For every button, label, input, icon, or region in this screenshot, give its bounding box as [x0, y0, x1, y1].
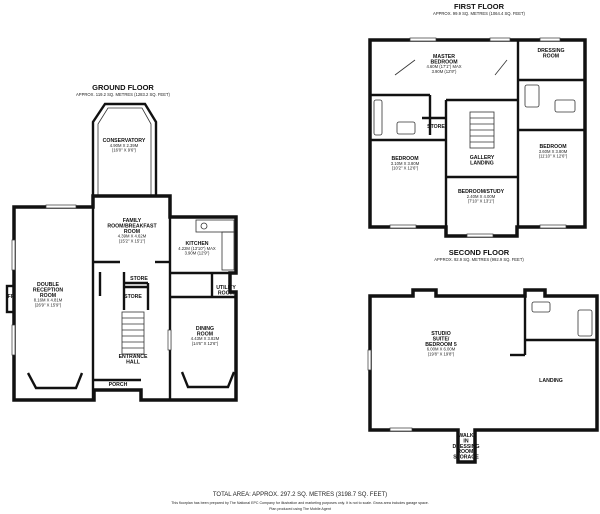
- room-name-line: BEDROOM/STUDY: [458, 189, 505, 195]
- room-name-line: STORAGE: [453, 455, 479, 461]
- room-name-line: GALLERY: [470, 155, 495, 161]
- room-name-line: ROOM: [543, 53, 559, 59]
- room-name-line: MASTER: [433, 54, 455, 60]
- room-dimension-line: (15'2" X 15'1"): [119, 238, 146, 243]
- room-name-line: DINING: [196, 326, 214, 332]
- room-dimension-line: (26'9" X 15'9"): [35, 302, 62, 307]
- room-name-line: SUITE/: [433, 336, 450, 342]
- room-name-line: ROOM: [218, 290, 234, 296]
- room-dimension-line: (14'6" X 12'6"): [192, 341, 219, 346]
- room-name-line: DRESSING: [537, 48, 564, 54]
- room-porch: PORCH: [109, 382, 128, 388]
- room-name-line: BEDROOM: [430, 59, 457, 65]
- first-floor-area: APPROX. 99.9 SQ. METRES (1064.4 SQ. FEET…: [433, 11, 526, 16]
- room-name-line: FP: [8, 294, 15, 300]
- room-dimension-line: 3.90M (12'9"): [432, 69, 457, 74]
- fireplace: [5, 284, 16, 314]
- room-store-ground-1: STORE: [130, 276, 148, 282]
- room-name-line: STORE: [124, 294, 142, 300]
- room-store-first: STORE: [427, 124, 445, 130]
- room-dimension-line: (10'2" X 12'6"): [392, 166, 419, 171]
- credit: Plan produced using The Mobile Agent: [269, 507, 331, 511]
- second-floor-area: APPROX. 92.9 SQ. METRES (992.9 SQ. FEET): [434, 257, 524, 262]
- room-name-line: CONSERVATORY: [103, 138, 146, 144]
- total-area: TOTAL AREA: APPROX. 297.2 SQ. METRES (31…: [213, 492, 387, 498]
- first-floor-plan: [368, 37, 587, 238]
- room-dimension-line: 8.16M X 4.81M: [34, 298, 63, 303]
- room-name-line: UTILITY: [216, 285, 236, 291]
- second-floor-plan: [367, 288, 599, 464]
- ground-floor-plan: [5, 102, 238, 402]
- room-dimension-line: 3.60M X 3.80M: [539, 149, 568, 154]
- room-fp: FP: [8, 294, 15, 300]
- room-name-line: BEDROOM: [539, 144, 566, 150]
- room-name-line: DOUBLE: [37, 282, 59, 288]
- room-name-line: STORE: [130, 276, 148, 282]
- room-name-line: ROOM: [197, 331, 213, 337]
- room-name-line: DRESSING: [452, 444, 479, 450]
- room-name-line: ROOM: [124, 229, 140, 235]
- room-name-line: BEDROOM 5: [425, 342, 457, 348]
- room-name-line: BEDROOM: [391, 156, 418, 162]
- room-name-line: IN: [463, 438, 468, 444]
- room-dimension-line: 4.43M X 3.82M: [191, 336, 220, 341]
- room-dimension-line: 3.90M (12'9"): [185, 251, 210, 256]
- room-dimension-line: 2.40M X 4.00M: [467, 194, 496, 199]
- room-dimension-line: 4.39M X 4.62M: [118, 234, 147, 239]
- room-name-line: ROOM: [40, 293, 56, 299]
- first-floor-title: FIRST FLOOR: [454, 2, 505, 11]
- room-dimension-line: 6.00M X 6.00M: [427, 347, 456, 352]
- room-name-line: HALL: [126, 359, 141, 365]
- room-dimension-line: 4.60M (17'1") MAX: [426, 64, 461, 69]
- room-dimension-line: (19'8" X 19'8"): [428, 351, 455, 356]
- room-name-line: LANDING: [470, 160, 494, 166]
- second-floor-title: SECOND FLOOR: [449, 248, 510, 257]
- ground-floor-area: APPROX. 119.2 SQ. METRES (1283.2 SQ. FEE…: [76, 92, 171, 97]
- room-dimension-line: 3.10M X 3.80M: [391, 161, 420, 166]
- room-store-ground-2: STORE: [124, 294, 142, 300]
- room-dimension-line: (11'10" X 12'6"): [539, 154, 568, 159]
- first-stairs: [469, 111, 495, 149]
- room-name-line: WALK: [458, 433, 474, 439]
- room-name-line: PORCH: [109, 382, 128, 388]
- room-dimension-line: 4.90M X 2.39M: [110, 143, 139, 148]
- room-name-line: ROOM/BREAKFAST: [107, 223, 157, 229]
- second-floor-walls: [368, 288, 599, 464]
- room-name-line: RECEPTION: [33, 287, 64, 293]
- room-dimension-line: (16'0" X 9'6"): [112, 148, 137, 153]
- room-landing: LANDING: [539, 378, 563, 384]
- room-name-line: KITCHEN: [185, 241, 208, 247]
- room-dimension-line: (7'10" X 13'1"): [468, 199, 495, 204]
- room-name-line: STUDIO: [431, 331, 451, 337]
- disclaimer: This floorplan has been prepared by The …: [171, 501, 429, 505]
- room-name-line: ENTRANCE: [119, 354, 148, 360]
- room-name-line: ROOM/: [457, 449, 475, 455]
- room-name-line: STORE: [427, 124, 445, 130]
- room-dimension-line: 4.22M (13'10") MAX: [178, 246, 216, 251]
- ground-floor-title: GROUND FLOOR: [92, 83, 154, 92]
- room-name-line: FAMILY: [123, 218, 142, 224]
- ground-stairs: [121, 311, 145, 355]
- room-name-line: LANDING: [539, 378, 563, 384]
